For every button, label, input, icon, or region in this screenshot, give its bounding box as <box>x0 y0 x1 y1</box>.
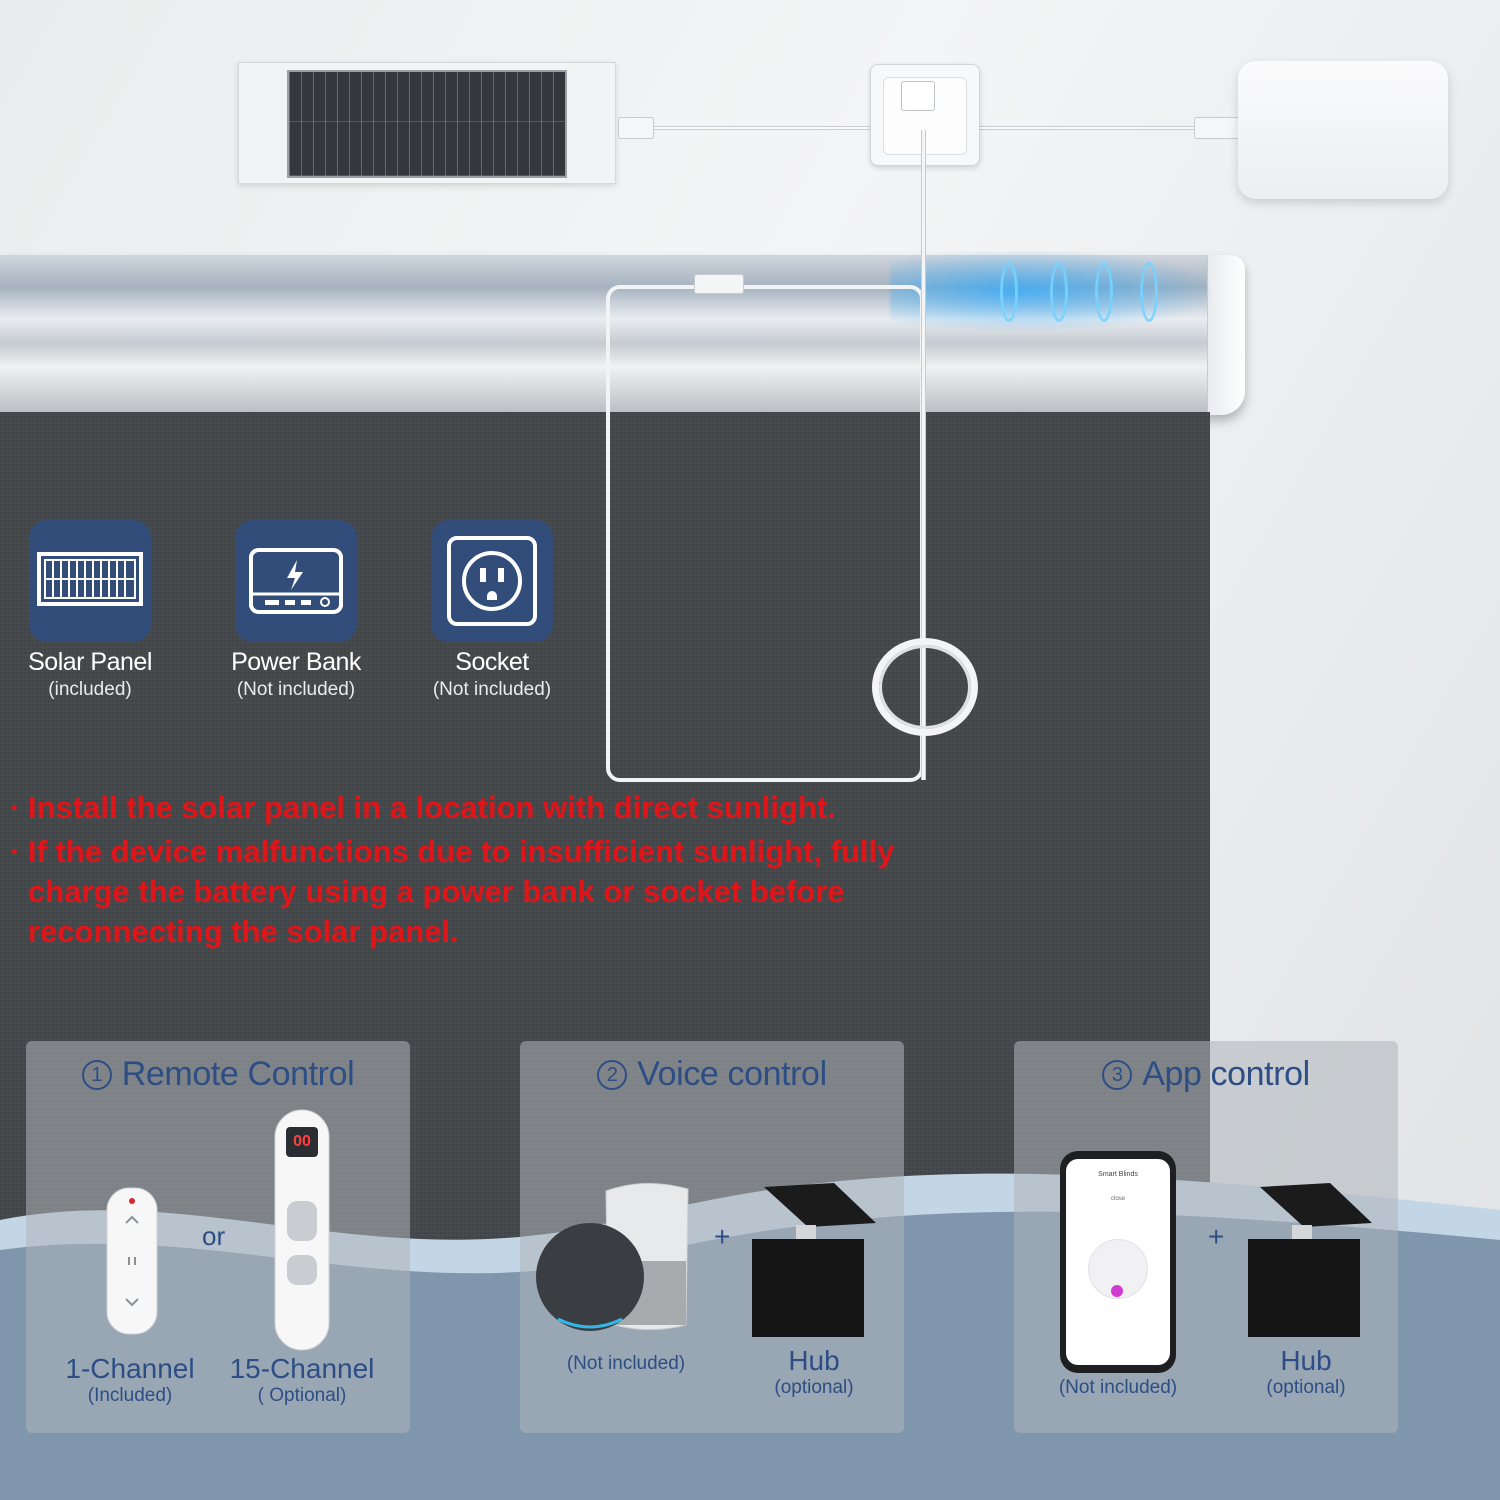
cable-coil <box>872 638 978 736</box>
fifteen-channel-remote-icon <box>274 1109 330 1351</box>
phone-status: close <box>1110 1196 1125 1202</box>
hub-label: Hub (optional) <box>1266 1345 1346 1398</box>
app-control-panel: 3 App control Smart Blinds close + (Not i… <box>1014 1041 1398 1433</box>
solar-panel-icon <box>29 520 151 642</box>
power-option-name: Power Bank <box>231 648 361 676</box>
socket-icon <box>431 520 553 642</box>
power-option-note: (Not included) <box>236 679 356 700</box>
fifteen-channel-label: 15-Channel ( Optional) <box>229 1353 375 1406</box>
motor-ring <box>1000 262 1018 322</box>
power-option-note: (Not included) <box>432 679 552 700</box>
bullet-icon: · <box>10 790 21 825</box>
warning-line: Install the solar panel in a location wi… <box>28 790 836 825</box>
power-option-solar: Solar Panel (included) <box>10 520 170 701</box>
warning-line: reconnecting the solar panel. <box>28 914 459 949</box>
usb-plug <box>1194 117 1240 139</box>
smart-speaker-icon <box>536 1183 689 1331</box>
warning-line: If the device malfunctions due to insuff… <box>28 834 895 869</box>
phone-icon: Smart Blinds close <box>1060 1151 1176 1373</box>
panel-title: 2 Voice control <box>520 1055 904 1094</box>
panel-title: 1 Remote Control <box>26 1055 410 1094</box>
usb-plug <box>618 117 654 139</box>
hub-icon <box>1248 1183 1372 1337</box>
motor-ring <box>1095 262 1113 322</box>
step-number: 3 <box>1102 1060 1133 1090</box>
power-option-power-bank: Power Bank (Not included) <box>216 520 376 701</box>
power-option-name: Solar Panel <box>28 648 152 676</box>
power-option-socket: Socket (Not included) <box>412 520 572 701</box>
remote-control-panel: 1 Remote Control or 00 1-Channel (Include… <box>26 1041 410 1433</box>
phone-header: Smart Blinds <box>1098 1171 1138 1178</box>
bullet-icon: · <box>10 834 21 869</box>
one-channel-remote-icon <box>106 1187 158 1335</box>
solar-panel-device <box>238 62 616 184</box>
step-number: 1 <box>81 1060 112 1090</box>
remote-display: 00 <box>293 1133 311 1150</box>
power-option-note: (included) <box>48 679 132 700</box>
panel-title-text: Remote Control <box>121 1055 355 1093</box>
power-bank-icon <box>235 520 357 642</box>
speaker-note: (Not included) <box>566 1353 686 1374</box>
motor-ring <box>1050 262 1068 322</box>
rail-usb-plug <box>694 274 744 294</box>
step-number: 2 <box>597 1060 628 1090</box>
hub-label: Hub (optional) <box>774 1345 854 1398</box>
hub-icon <box>752 1183 876 1337</box>
plus-icon: + <box>1208 1221 1225 1252</box>
motor-ring <box>1140 262 1158 322</box>
phone-toggle[interactable] <box>1111 1285 1123 1297</box>
plus-icon: + <box>714 1221 731 1252</box>
warning-line: charge the battery using a power bank or… <box>28 874 845 909</box>
panel-title-text: App control <box>1142 1055 1310 1093</box>
installation-warning: ·Install the solar panel in a location w… <box>10 788 930 952</box>
panel-title: 3 App control <box>1014 1055 1398 1094</box>
panel-title-text: Voice control <box>637 1055 827 1093</box>
phone-note: (Not included) <box>1058 1377 1178 1398</box>
power-bank-device <box>1238 61 1448 199</box>
voice-control-panel: 2 Voice control + (Not included) Hub (opt… <box>520 1041 904 1433</box>
socket-cable <box>921 130 926 780</box>
or-separator: or <box>202 1221 226 1251</box>
power-option-name: Socket <box>455 648 529 676</box>
one-channel-label: 1-Channel (Included) <box>65 1353 195 1406</box>
